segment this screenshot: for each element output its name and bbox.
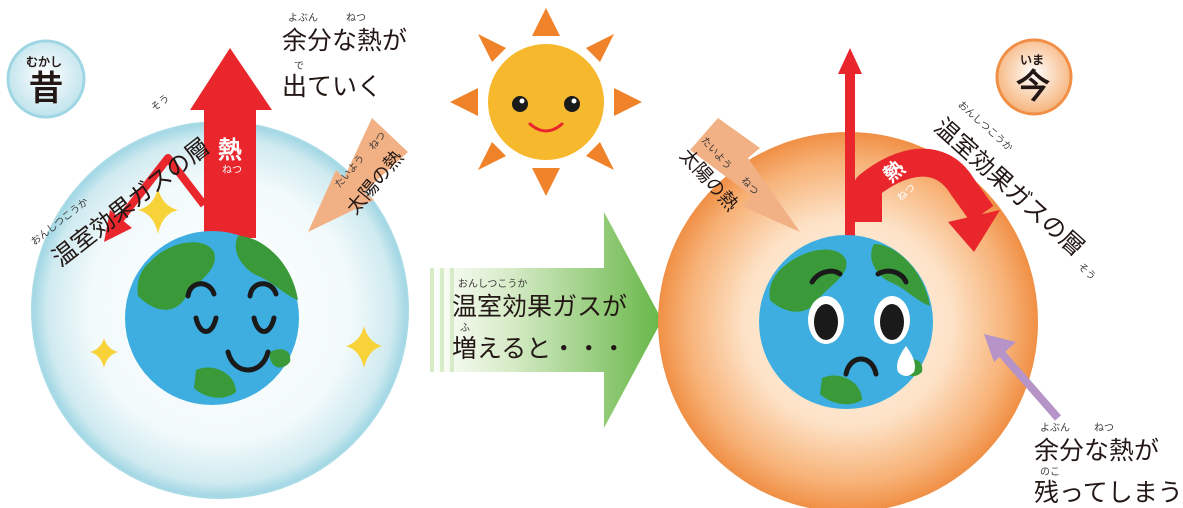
middle-transition-arrow xyxy=(430,212,662,428)
now-trapped-heat-arrow xyxy=(854,148,1000,252)
now-remain-ruby-c: のこ xyxy=(1040,467,1060,478)
sad-earth-icon xyxy=(759,235,933,409)
past-reflected-heat-arrow xyxy=(104,154,208,242)
now-remaining-heat-arrow xyxy=(984,334,1062,421)
past-badge xyxy=(6,39,86,119)
past-badge-ruby: むかし xyxy=(26,55,63,69)
now-remain-line2: 残ってしまう xyxy=(1034,478,1183,507)
now-remain-ruby-b: ねつ xyxy=(1094,423,1114,434)
past-escape-ruby-a: よぶん xyxy=(288,13,318,24)
tear-icon xyxy=(897,346,915,376)
past-solar-heat-arrow xyxy=(308,118,408,232)
happy-earth-icon xyxy=(125,231,299,405)
sparkle-icon xyxy=(346,326,382,368)
middle-ruby-a: おんしつこうか xyxy=(458,279,528,290)
past-escaping-heat-arrow xyxy=(190,48,272,238)
past-escape-line1: 余分な熱が xyxy=(282,26,408,55)
past-heat-ruby: ねつ xyxy=(222,165,242,176)
middle-ruby-b: ふ xyxy=(460,323,470,334)
now-badge-label: 今 xyxy=(1016,67,1050,107)
past-heat-label: 熱 xyxy=(218,136,242,164)
past-escape-ruby-c: で xyxy=(294,61,304,72)
now-badge xyxy=(995,38,1073,116)
middle-line2: 増えると・・・ xyxy=(452,334,627,363)
now-solar-heat-arrow xyxy=(690,118,800,232)
now-badge-ruby: いま xyxy=(1020,53,1045,67)
now-remain-line1: 余分な熱が xyxy=(1034,436,1160,465)
now-remain-ruby-a: よぶん xyxy=(1040,423,1070,434)
sparkle-icon xyxy=(138,188,178,234)
past-badge-label: 昔 xyxy=(29,69,63,109)
past-escape-line2: 出ていく xyxy=(282,72,383,101)
sparkle-icon xyxy=(90,338,118,368)
past-escape-ruby-b: ねつ xyxy=(346,13,366,24)
now-escaping-heat-arrow xyxy=(838,48,862,252)
middle-line1: 温室効果ガスが xyxy=(452,292,628,321)
sun-icon xyxy=(450,8,642,196)
